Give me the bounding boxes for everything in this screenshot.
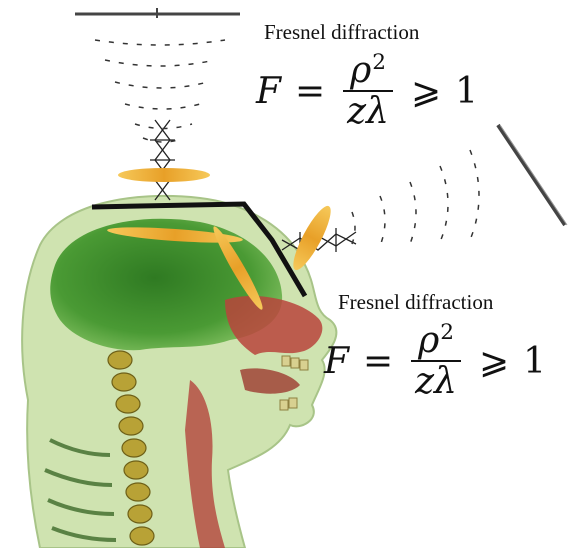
formula-lhs: F: [324, 341, 349, 382]
formula-numerator: ρ2: [346, 52, 390, 90]
top-lens: [118, 168, 210, 182]
formula-equals: =: [363, 341, 393, 382]
formula-fraction: ρ2 zλ: [411, 322, 461, 401]
caption-right: Fresnel diffraction: [338, 290, 493, 315]
formula-rhs: 1: [455, 71, 478, 112]
formula-equals: =: [295, 71, 325, 112]
fresnel-number-formula-right: F = ρ2 zλ ⩾ 1: [324, 322, 546, 401]
caption-top: Fresnel diffraction: [264, 20, 419, 45]
formula-relation: ⩾: [411, 71, 441, 112]
formula-lhs: F: [256, 71, 281, 112]
formula-relation: ⩾: [479, 341, 509, 382]
top-antenna: [150, 120, 175, 200]
fresnel-number-formula-top: F = ρ2 zλ ⩾ 1: [256, 52, 478, 131]
formula-numerator: ρ2: [414, 322, 458, 360]
top-detector-bar: [75, 8, 240, 18]
formula-denominator: zλ: [343, 92, 393, 132]
side-lens: [287, 202, 337, 274]
formula-denominator: zλ: [411, 362, 461, 402]
formula-fraction: ρ2 zλ: [343, 52, 393, 131]
side-wavefronts: [352, 150, 479, 246]
formula-rhs: 1: [523, 341, 546, 382]
side-detector-bar: [498, 125, 567, 225]
